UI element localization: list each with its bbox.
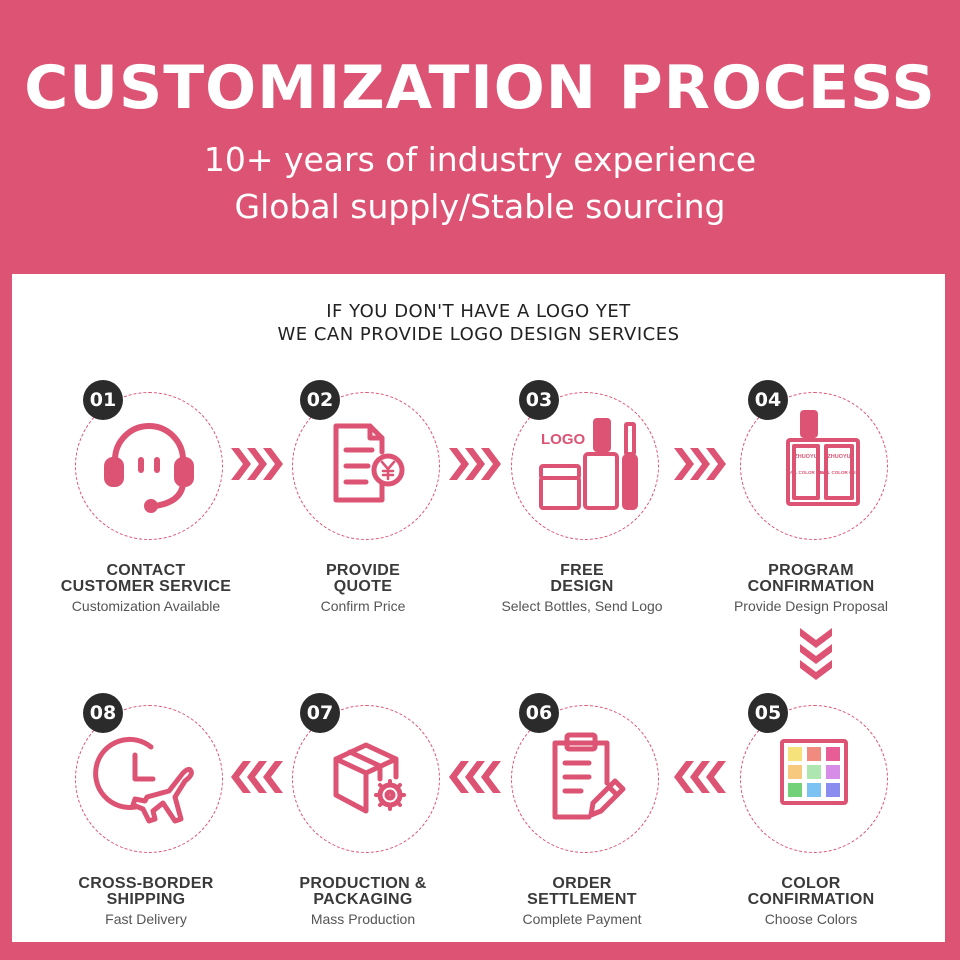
step-contact-customer-service: 01 CONTACT CUSTOMER SERVICE Customizatio… <box>41 348 251 614</box>
subtitle-line-1: 10+ years of industry experience <box>203 140 757 179</box>
step-description: Provide Design Proposal <box>733 598 889 614</box>
triple-chevron-down-icon <box>796 628 836 680</box>
step-title-line-1: PROVIDE <box>325 562 401 579</box>
step-description: Customization Available <box>71 598 221 614</box>
logo-notice-line-1: IF YOU DON'T HAVE A LOGO YET <box>326 301 631 322</box>
step-provide-quote: 02 PROVIDE QUOTE Confirm Price <box>258 348 468 614</box>
step-title-line-1: COLOR <box>781 875 841 892</box>
step-description: Confirm Price <box>320 598 406 614</box>
step-title-line-2: CUSTOMER SERVICE <box>60 578 232 595</box>
quote-document-icon <box>308 406 424 522</box>
step-title-line-1: CONTACT <box>106 562 186 579</box>
box-product-label: NAIL COLOR GEL <box>820 470 859 475</box>
step-title-line-1: FREE <box>560 562 604 579</box>
step-number-badge: 01 <box>83 380 123 420</box>
step-title-line-1: PROGRAM <box>768 562 854 579</box>
step-title-line-2: CONFIRMATION <box>747 578 875 595</box>
step-title-line-2: SHIPPING <box>106 891 186 908</box>
step-number-badge: 02 <box>300 380 340 420</box>
step-description: Complete Payment <box>522 911 642 927</box>
triple-chevron-left-icon <box>674 757 726 797</box>
box-brand-label: ZHUOYU <box>794 454 817 460</box>
step-title-line-2: QUOTE <box>333 578 393 595</box>
step-title-line-1: ORDER <box>552 875 612 892</box>
step-description: Mass Production <box>310 911 416 927</box>
step-title-line-2: PACKAGING <box>313 891 413 908</box>
triple-chevron-left-icon <box>231 757 283 797</box>
step-description: Select Bottles, Send Logo <box>501 598 663 614</box>
subtitle-line-2: Global supply/Stable sourcing <box>234 187 726 226</box>
step-title-line-2: CONFIRMATION <box>747 891 875 908</box>
logo-text-label: LOGO <box>541 431 585 448</box>
clipboard-pen-icon <box>527 719 643 835</box>
headset-icon <box>91 406 207 522</box>
triple-chevron-right-icon <box>449 444 501 484</box>
step-number-badge: 05 <box>748 693 788 733</box>
step-number-badge: 07 <box>300 693 340 733</box>
clock-plane-icon <box>91 719 207 835</box>
page-title: CUSTOMIZATION PROCESS <box>24 53 936 123</box>
step-order-settlement: 06 ORDER SETTLEMENT Complete Payment <box>477 661 687 927</box>
step-title-line-2: DESIGN <box>550 578 614 595</box>
step-number-badge: 03 <box>519 380 559 420</box>
step-title-line-1: PRODUCTION & <box>299 875 427 892</box>
triple-chevron-left-icon <box>449 757 501 797</box>
step-number-badge: 08 <box>83 693 123 733</box>
step-title-line-1: CROSS-BORDER <box>78 875 214 892</box>
step-description: Choose Colors <box>764 911 858 927</box>
step-program-confirmation: ZHUOYU ZHUOYU NAIL COLOR GEL NAIL COLOR … <box>706 348 916 614</box>
step-description: Fast Delivery <box>105 911 187 927</box>
triple-chevron-right-icon <box>674 444 726 484</box>
box-gear-icon <box>308 719 424 835</box>
step-free-design: LOGO 03 FREE DESIGN Select Bottles, Send… <box>477 348 687 614</box>
box-brand-label: ZHUOYU <box>827 454 850 460</box>
process-panel: IF YOU DON'T HAVE A LOGO YET WE CAN PROV… <box>12 274 945 942</box>
box-product-label: NAIL COLOR GEL <box>787 470 826 475</box>
step-color-confirmation: 05 COLOR CONFIRMATION Choose Colors <box>706 661 916 927</box>
step-number-badge: 06 <box>519 693 559 733</box>
header: CUSTOMIZATION PROCESS 10+ years of indus… <box>0 0 960 272</box>
logo-notice-line-2: WE CAN PROVIDE LOGO DESIGN SERVICES <box>277 324 680 345</box>
step-production-packaging: 07 PRODUCTION & PACKAGING Mass Productio… <box>258 661 468 927</box>
nail-gel-box-icon: ZHUOYU ZHUOYU NAIL COLOR GEL NAIL COLOR … <box>756 406 872 522</box>
step-cross-border-shipping: 08 CROSS-BORDER SHIPPING Fast Delivery <box>41 661 251 927</box>
triple-chevron-right-icon <box>231 444 283 484</box>
color-palette-icon <box>756 719 872 835</box>
step-title-line-2: SETTLEMENT <box>527 891 637 908</box>
logo-bottles-icon: LOGO <box>527 406 643 522</box>
step-number-badge: 04 <box>748 380 788 420</box>
